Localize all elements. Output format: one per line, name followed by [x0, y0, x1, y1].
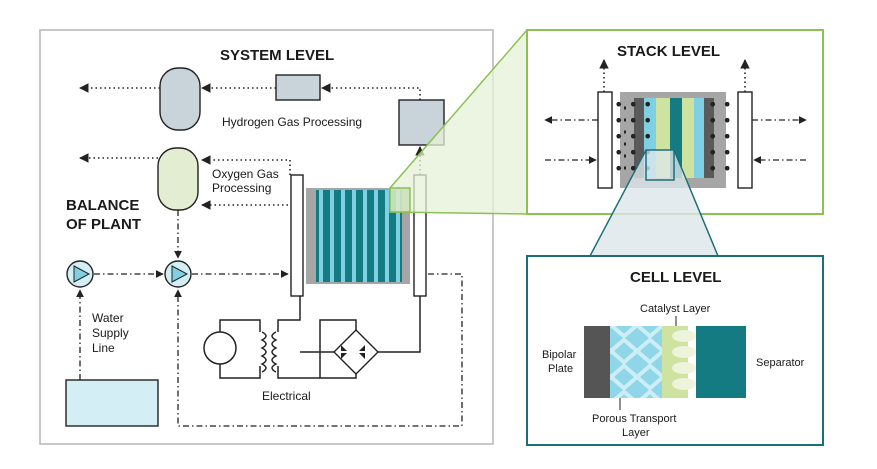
cell-zoom-connector	[590, 150, 718, 256]
bipolar-plate-label-line2: Plate	[548, 363, 573, 375]
separator-layer	[696, 326, 746, 398]
svg-text:• • •: • • •	[614, 111, 652, 130]
bipolar-plate-layer	[584, 326, 610, 398]
oxygen-return-arrow	[201, 155, 291, 175]
separator-label: Separator	[756, 357, 805, 369]
cell-cross-section	[584, 326, 746, 398]
bipolar-plate-label-line1: Bipolar	[542, 349, 577, 361]
stack-end-plate-left	[290, 174, 304, 297]
svg-text:• • •: • • •	[708, 159, 746, 178]
electrical-circuit	[203, 296, 421, 379]
ac-source-icon	[203, 331, 237, 365]
svg-text:• • •: • • •	[708, 143, 746, 162]
electrolyzer-stack	[290, 174, 427, 297]
water-supply-label-line2: Supply	[92, 326, 129, 340]
svg-text:• • •: • • •	[614, 95, 652, 114]
stack-detail-end-plate-left	[597, 91, 613, 189]
svg-text:• • •: • • •	[708, 111, 746, 130]
water-supply-label-line1: Water	[92, 311, 124, 325]
transformer-secondary-coil	[271, 331, 278, 373]
porous-transport-layer	[610, 326, 662, 398]
cell-level-title: CELL LEVEL	[630, 269, 721, 286]
water-pump-2	[164, 260, 192, 288]
svg-text:• • •: • • •	[708, 95, 746, 114]
stack-detail-end-plate-right	[737, 91, 753, 189]
catalyst-layer-label: Catalyst Layer	[640, 303, 711, 315]
oxygen-gas-label-line1: Oxygen Gas	[212, 167, 279, 181]
oxygen-tank	[157, 147, 199, 211]
hydrogen-flow-arrow-1	[321, 83, 421, 100]
hydrogen-tank	[159, 67, 201, 131]
transformer-primary-coil	[260, 331, 267, 373]
stack-zoom-connector	[390, 30, 527, 214]
electrical-label: Electrical	[262, 389, 311, 403]
water-supply-label-line3: Line	[92, 341, 115, 355]
oxygen-gas-label-line2: Processing	[212, 181, 271, 195]
hydrogen-gas-processing-label: Hydrogen Gas Processing	[222, 115, 362, 129]
ptl-label-line2: Layer	[622, 427, 650, 439]
water-supply-tank	[65, 379, 159, 427]
svg-text:• • •: • • •	[708, 127, 746, 146]
recirculation-loop	[174, 273, 463, 427]
balance-of-plant-line2: OF PLANT	[66, 216, 141, 233]
system-level-panel: SYSTEM LEVEL Hydrogen Gas Processing Oxy…	[39, 29, 494, 445]
svg-text:• • •: • • •	[614, 127, 652, 146]
system-level-title: SYSTEM LEVEL	[220, 47, 334, 64]
water-pump-1	[66, 260, 94, 288]
balance-of-plant-line1: BALANCE	[66, 197, 139, 214]
cell-level-panel: CELL LEVEL Catalyst Layer Bipolar Plate …	[526, 255, 824, 446]
ptl-label-line1: Porous Transport	[592, 413, 676, 425]
hydrogen-processor-box	[275, 74, 321, 101]
stack-level-title: STACK LEVEL	[617, 43, 720, 60]
